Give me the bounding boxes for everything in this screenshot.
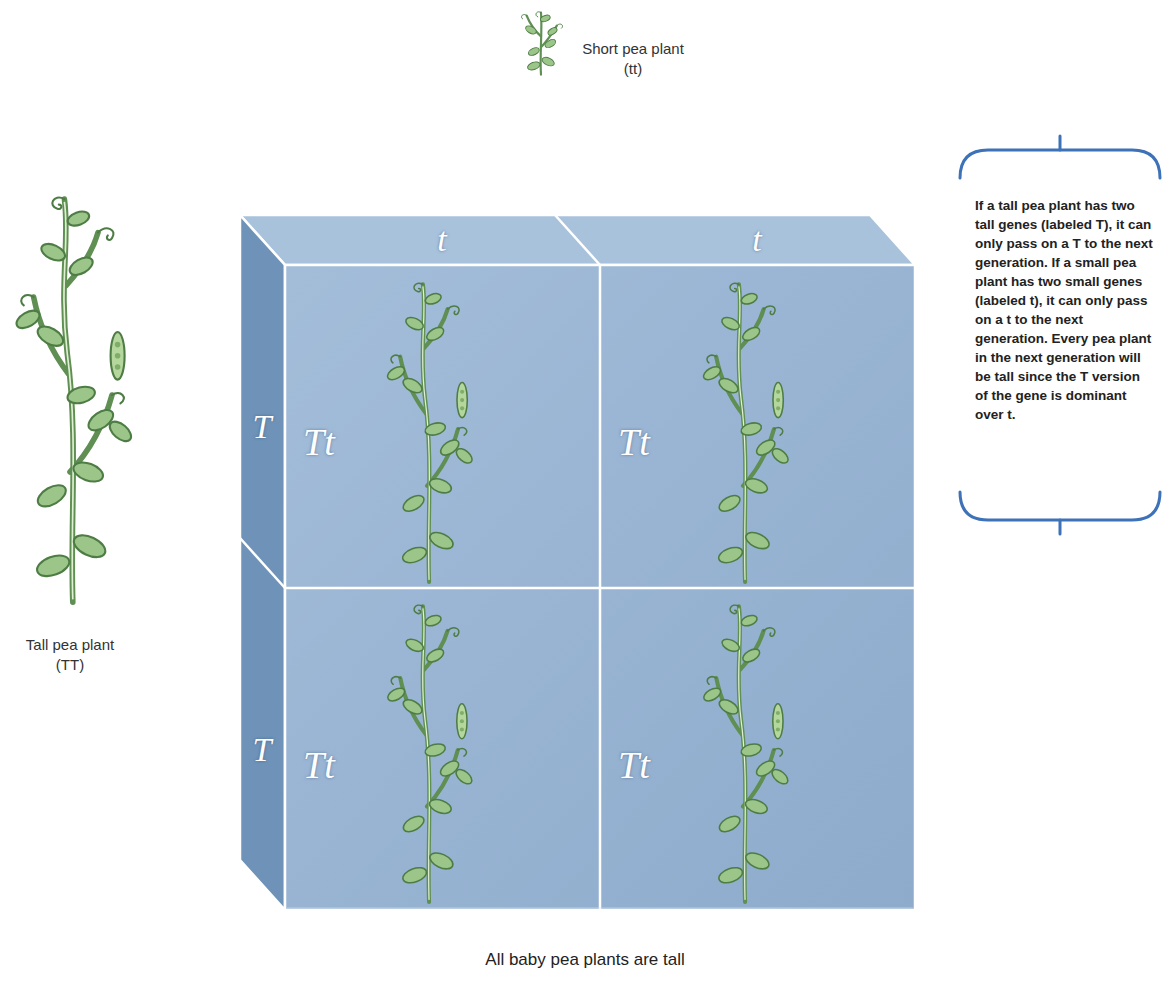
allele-header: T [253,410,272,444]
callout-text: If a tall pea plant has two tall genes (… [975,196,1155,424]
plant-label: Tall pea plant [26,636,114,654]
cube-left-face [240,215,285,910]
offspring-plant [701,283,790,582]
offspring-plant [386,605,475,902]
offspring-plant [385,283,474,582]
allele-header: T [253,733,272,767]
tall-pea-plant [14,198,135,603]
offspring-plant [702,605,791,902]
short-pea-plant [522,12,563,75]
caption: All baby pea plants are tall [485,950,684,970]
genotype-text: Tt [618,746,650,784]
allele-header: t [752,223,761,257]
cube-top-face [240,215,915,265]
grid-line [285,587,915,590]
punnett-cell: Tt [600,588,915,910]
genotype-text: Tt [303,423,335,461]
genotype-text: Tt [618,423,650,461]
plant-label: Short pea plant [582,40,684,58]
genotype-label: (TT) [56,656,84,674]
punnett-cell: Tt [285,265,600,588]
punnett-cell: Tt [600,265,915,588]
callout-bracket [960,136,1160,534]
genotype-text: Tt [303,746,335,784]
cube-front-face [285,265,915,910]
allele-header: t [437,223,446,257]
genotype-label: (tt) [624,60,642,78]
punnett-cell: Tt [285,588,600,910]
